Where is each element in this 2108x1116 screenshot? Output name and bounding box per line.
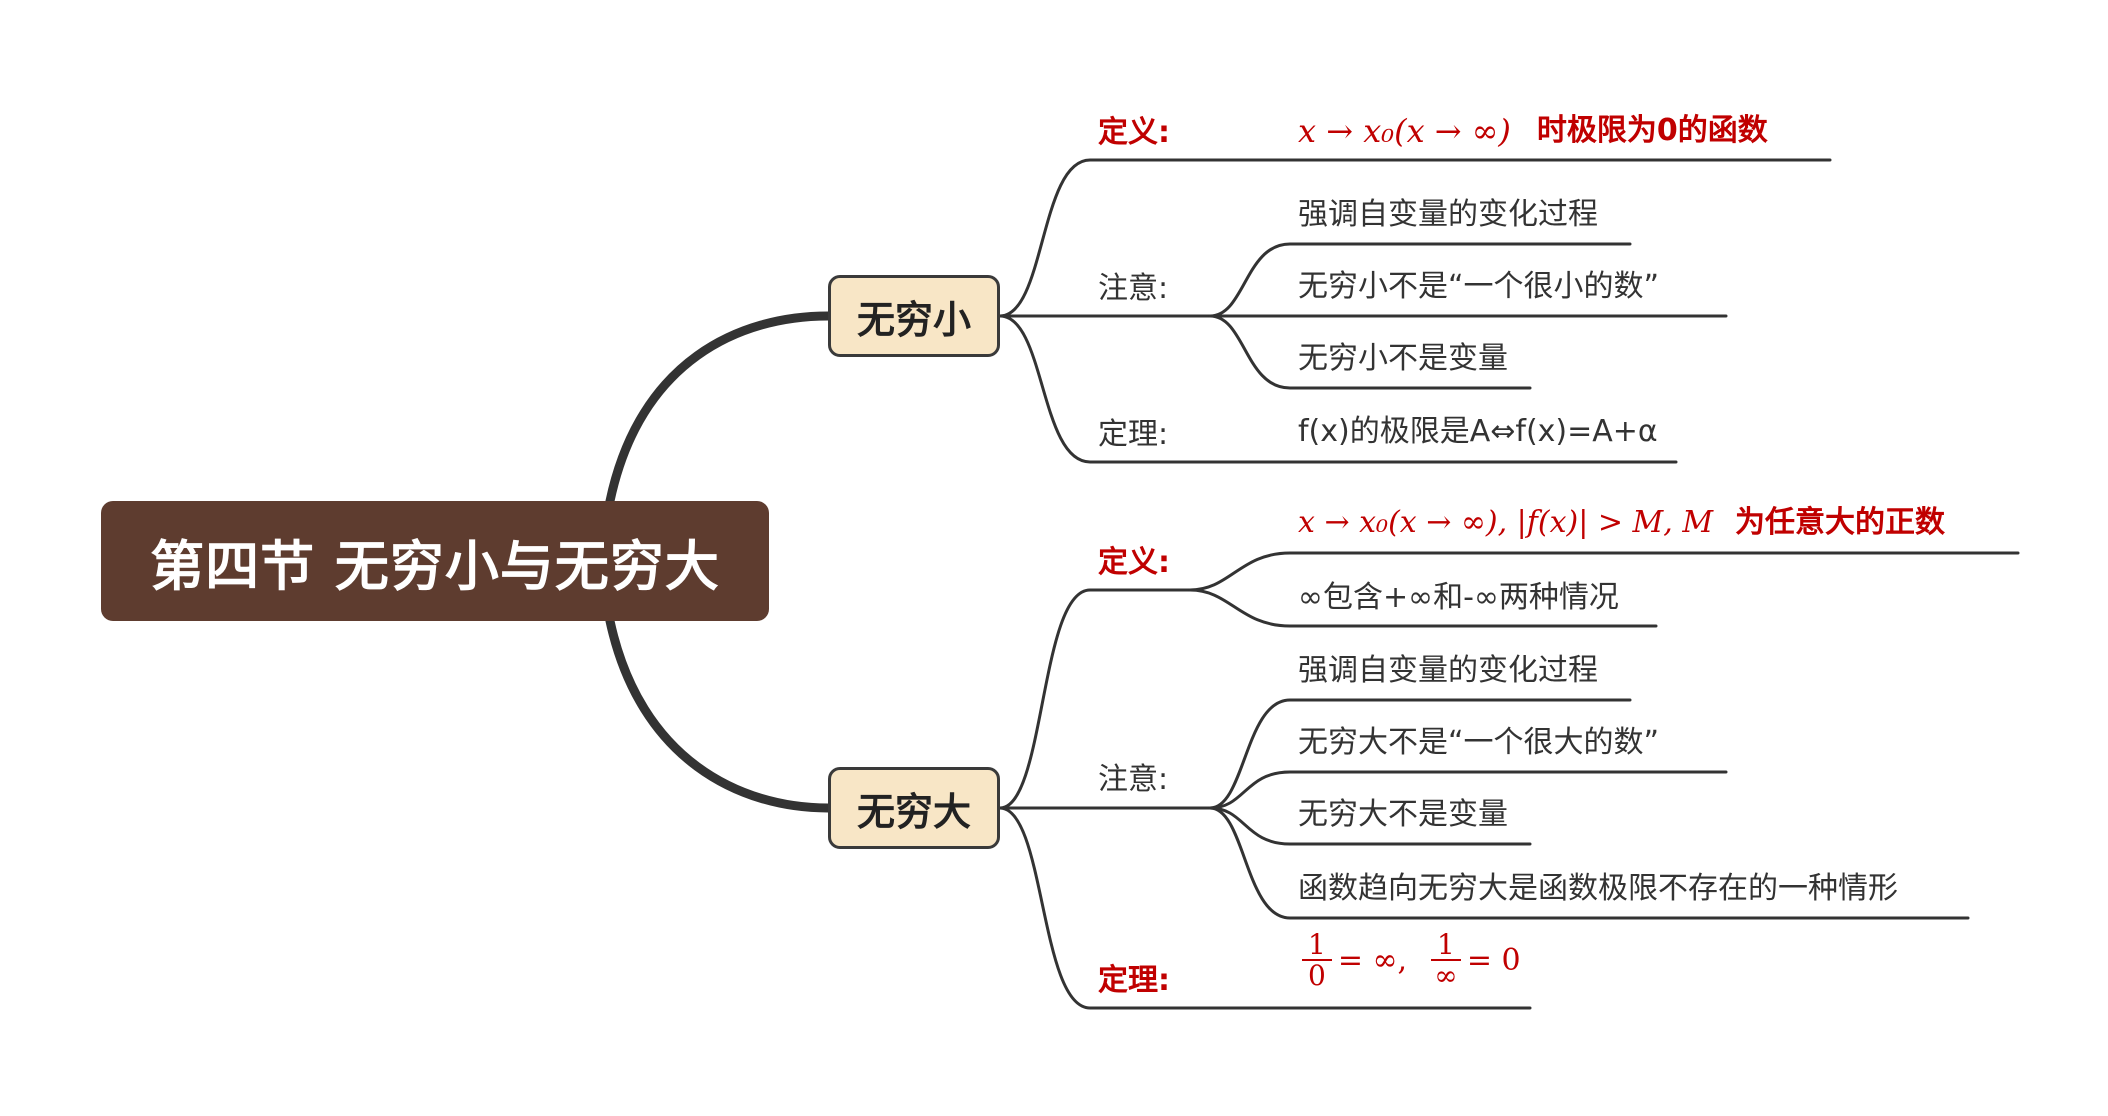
link-small-note-3 — [1208, 314, 1532, 390]
fraction-1-numerator: 1 — [1302, 930, 1332, 962]
link-root-large — [605, 616, 833, 813]
root-topic[interactable]: 第四节 无穷小与无穷大 — [101, 501, 769, 621]
root-title: 第四节 无穷小与无穷大 — [150, 534, 720, 598]
large-note-4[interactable]: 函数趋向无穷大是函数极限不存在的一种情形 — [1298, 871, 1898, 906]
topic-infinity-label: 无穷大 — [856, 789, 971, 834]
small-note-3[interactable]: 无穷小不是变量 — [1298, 341, 1508, 376]
theorem-fraction-2: 1 ∞ — [1431, 930, 1461, 991]
link-large-def — [998, 588, 1192, 810]
small-theorem[interactable]: f(x)的极限是A⇔f(x)=A+α — [1298, 414, 1658, 449]
large-note-2[interactable]: 无穷大不是“一个很大的数” — [1298, 725, 1660, 760]
large-definition-math: x → x₀(x → ∞), |f(x)| > M, M — [1298, 505, 1714, 540]
small-theorem-label: 定理: — [1098, 417, 1169, 452]
link-small-def — [998, 158, 1832, 318]
link-large-note-2 — [1208, 770, 1728, 810]
small-definition-label: 定义: — [1098, 115, 1170, 150]
fraction-2-denominator: ∞ — [1434, 959, 1458, 993]
fraction-2-numerator: 1 — [1431, 930, 1461, 962]
link-root-small — [605, 311, 833, 506]
large-note-1[interactable]: 强调自变量的变化过程 — [1298, 653, 1598, 688]
large-note-label: 注意: — [1098, 762, 1169, 797]
link-small-thm — [998, 314, 1678, 464]
large-theorem-label: 定理: — [1098, 963, 1170, 998]
large-note-3[interactable]: 无穷大不是变量 — [1298, 797, 1508, 832]
large-definition-label: 定义: — [1098, 545, 1170, 580]
theorem-equation-2: = 0 — [1466, 942, 1521, 978]
link-small-note-1 — [1208, 242, 1632, 318]
link-large-note-4 — [1208, 806, 1970, 920]
small-note-1[interactable]: 强调自变量的变化过程 — [1298, 197, 1598, 232]
small-definition[interactable]: x → x₀(x → ∞) 时极限为0的函数 — [1298, 112, 1768, 150]
large-definition[interactable]: x → x₀(x → ∞), |f(x)| > M, M 为任意大的正数 — [1298, 505, 1945, 540]
link-large-note-1 — [1208, 698, 1632, 810]
link-large-note-3 — [1208, 806, 1532, 846]
fraction-1-denominator: 0 — [1308, 959, 1326, 993]
small-note-label: 注意: — [1098, 271, 1169, 306]
small-note-2[interactable]: 无穷小不是“一个很小的数” — [1298, 269, 1660, 304]
large-definition-sub[interactable]: ∞包含+∞和-∞两种情况 — [1298, 580, 1619, 615]
topic-infinitesimal-label: 无穷小 — [856, 297, 971, 342]
theorem-equation-1: = ∞, — [1337, 942, 1408, 978]
link-large-thm — [998, 806, 1212, 1010]
topic-infinity[interactable]: 无穷大 — [828, 767, 1000, 849]
small-definition-text: 时极限为0的函数 — [1536, 113, 1768, 148]
link-large-def-2 — [1188, 588, 1658, 628]
small-definition-math: x → x₀(x → ∞) — [1298, 112, 1511, 150]
large-definition-text: 为任意大的正数 — [1735, 504, 1946, 540]
topic-infinitesimal[interactable]: 无穷小 — [828, 275, 1000, 357]
theorem-fraction-1: 1 0 — [1302, 930, 1332, 991]
link-large-def-1 — [1188, 551, 2020, 592]
large-theorem[interactable]: 1 0 = ∞, 1 ∞ = 0 — [1296, 930, 1521, 991]
